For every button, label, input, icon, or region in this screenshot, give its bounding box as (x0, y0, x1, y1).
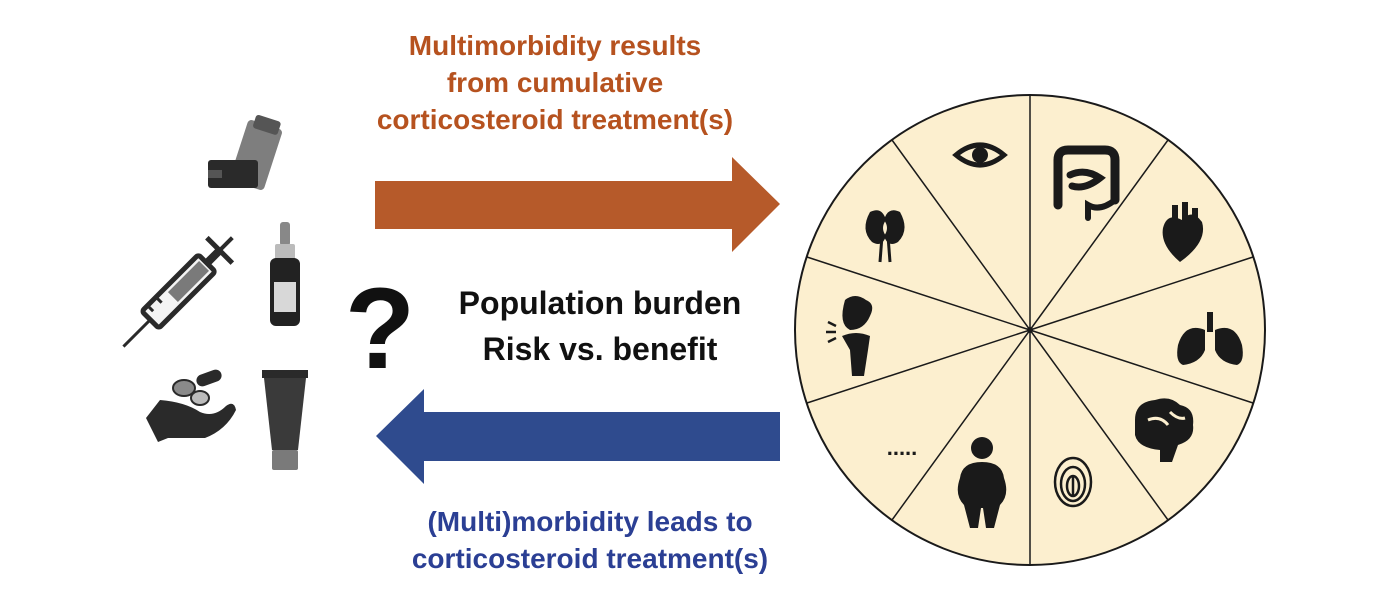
top-arrow (375, 157, 780, 252)
brain-icon (1135, 398, 1194, 462)
joint-icon (826, 296, 873, 376)
top-caption: Multimorbidity results from cumulative c… (300, 27, 810, 138)
top-caption-line-1: Multimorbidity results (408, 30, 702, 61)
cream-tube-icon (262, 370, 308, 470)
kidney-icon (865, 210, 905, 263)
lungs-icon (1177, 312, 1243, 365)
nasal-spray-icon (270, 222, 300, 326)
obesity-icon (957, 437, 1007, 528)
question-mark: ? (345, 265, 415, 393)
top-caption-line-3: corticosteroid treatment(s) (376, 104, 734, 135)
inhaler-icon (208, 114, 282, 190)
heart-icon (1162, 202, 1204, 262)
top-caption-line-2: from cumulative (446, 67, 664, 98)
bottom-caption-line-1: (Multi)morbidity leads to (427, 506, 753, 537)
syringe-icon (122, 235, 235, 348)
eye-icon (952, 142, 1008, 168)
bottom-caption: (Multi)morbidity leads to corticosteroid… (330, 503, 850, 577)
risk-benefit-label: Risk vs. benefit (482, 331, 718, 367)
fingerprint-icon (1053, 456, 1093, 508)
intestine-icon (1053, 145, 1120, 221)
pills-hand-icon (146, 369, 236, 442)
ellipsis-text: ..... (887, 435, 918, 460)
center-text: Population burden Risk vs. benefit (420, 280, 780, 372)
bottom-caption-line-2: corticosteroid treatment(s) (411, 543, 769, 574)
condition-wheel (794, 94, 1266, 566)
population-burden-label: Population burden (458, 285, 742, 321)
bottom-arrow (376, 389, 780, 484)
